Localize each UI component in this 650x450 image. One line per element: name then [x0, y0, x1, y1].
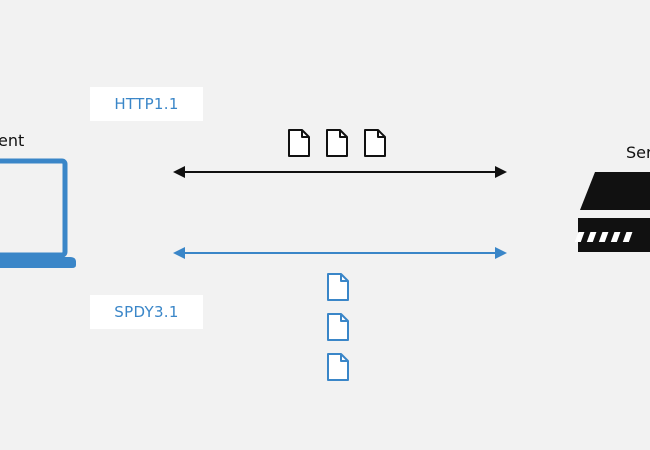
- spdy-label: SPDY3.1: [114, 303, 179, 321]
- client-label: ent: [0, 131, 25, 150]
- http-label: HTTP1.1: [114, 95, 179, 113]
- server-icon: [575, 172, 650, 252]
- document-icon: [364, 129, 386, 157]
- spdy-label-box: SPDY3.1: [90, 295, 203, 329]
- document-icon: [327, 273, 349, 301]
- spdy-arrow: [173, 247, 507, 259]
- laptop-icon: [0, 158, 76, 268]
- document-icon: [288, 129, 310, 157]
- http-label-box: HTTP1.1: [90, 87, 203, 121]
- document-icon: [327, 353, 349, 381]
- server-label: Ser: [626, 143, 650, 162]
- document-icon: [326, 129, 348, 157]
- http-arrow: [173, 166, 507, 178]
- document-icon: [327, 313, 349, 341]
